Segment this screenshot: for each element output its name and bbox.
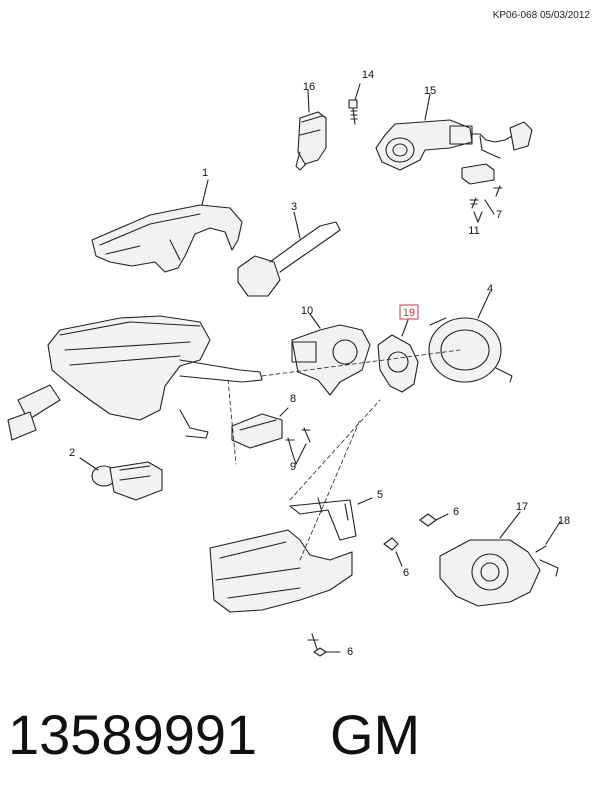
callout-6-lower: 6 xyxy=(347,646,353,658)
callout-19: 19 xyxy=(403,307,415,319)
callout-10: 10 xyxy=(301,305,313,317)
part-7-switch xyxy=(461,163,503,223)
part-10-switch-assembly xyxy=(291,313,371,396)
callout-8: 8 xyxy=(290,393,296,405)
part-number: 13589991 xyxy=(8,703,258,766)
part-17-lock-assembly xyxy=(439,511,561,607)
part-19-sensor xyxy=(377,319,419,393)
part-1-upper-cover xyxy=(91,179,243,273)
callout-6-upper: 6 xyxy=(453,506,459,518)
callout-16: 16 xyxy=(303,81,315,93)
callout-19-box xyxy=(399,304,419,320)
callout-1: 1 xyxy=(202,167,208,179)
manufacturer-label: GM xyxy=(330,703,421,766)
callout-4: 4 xyxy=(487,283,493,295)
lower-cover xyxy=(209,497,449,657)
part-2-module xyxy=(79,457,163,501)
callout-15: 15 xyxy=(424,85,436,97)
callout-5: 5 xyxy=(377,489,383,501)
part-3-lever xyxy=(237,211,341,297)
callout-labels: 16 14 15 1 3 7 11 10 4 8 9 2 5 6 6 6 17 … xyxy=(69,69,570,658)
callout-9: 9 xyxy=(290,461,296,473)
callout-17: 17 xyxy=(516,501,528,513)
part-16-bracket xyxy=(295,89,327,171)
drawing-reference: KP06-068 05/03/2012 xyxy=(492,10,590,21)
part-15-ignition-housing xyxy=(375,93,533,171)
callout-11: 11 xyxy=(468,225,479,237)
steering-column xyxy=(7,315,263,441)
callout-3: 3 xyxy=(291,201,297,213)
callout-7: 7 xyxy=(496,209,502,221)
callout-14: 14 xyxy=(362,69,374,81)
assembly-guides xyxy=(227,349,461,561)
part-4-clock-spring xyxy=(428,291,513,383)
part-8-switch xyxy=(231,407,311,465)
callout-2: 2 xyxy=(69,447,75,459)
part-14-bolt xyxy=(348,83,361,125)
callout-6-middle: 6 xyxy=(403,567,409,579)
callout-18: 18 xyxy=(558,515,570,527)
